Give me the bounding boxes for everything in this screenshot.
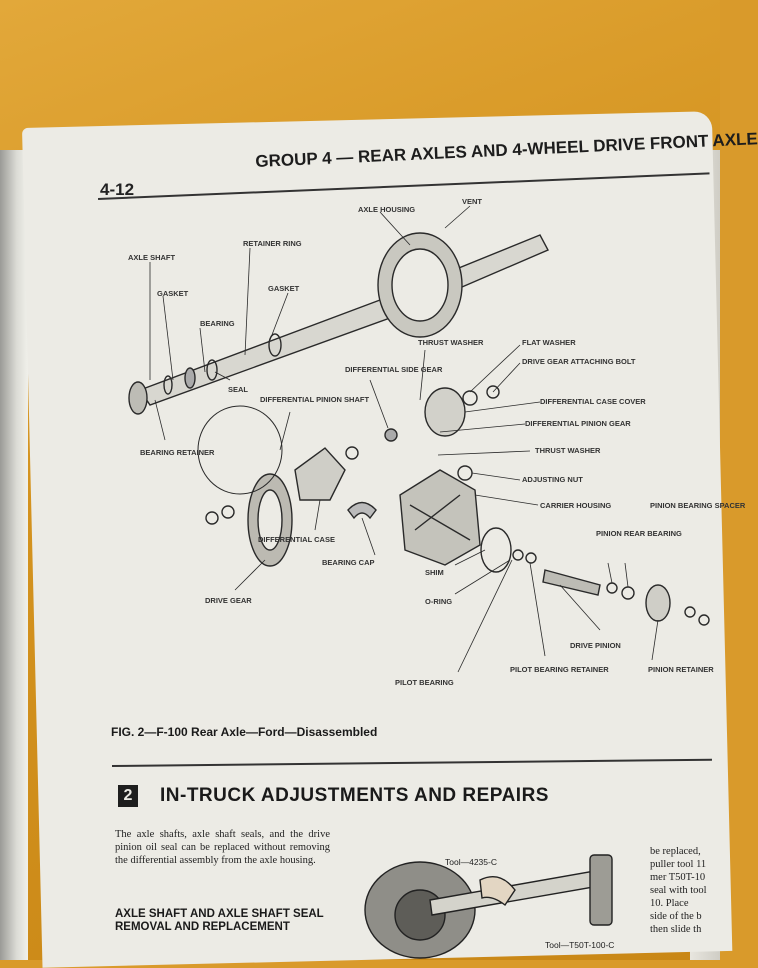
right-line: be replaced, [650, 846, 701, 857]
label-gasket: GASKET [157, 289, 189, 298]
drive-pinion-shape [542, 569, 601, 596]
label-vent: VENT [462, 197, 482, 206]
label-carrier-housing: CARRIER HOUSING [540, 501, 611, 510]
label-pilot-bearing: PILOT BEARING [395, 678, 454, 687]
exploded-axle-diagram: AXLE HOUSING VENT AXLE SHAFT RETAINER RI… [128, 197, 746, 687]
right-line: puller tool 11 [650, 859, 707, 870]
label-drive-gear-bolt: DRIVE GEAR ATTACHING BOLT [522, 357, 636, 366]
label-adjusting-nut: ADJUSTING NUT [522, 475, 583, 484]
label-flat-washer: FLAT WASHER [522, 338, 576, 347]
label-bearing: BEARING [200, 319, 235, 328]
right-line: 10. Place [650, 898, 689, 909]
label-thrust-washer: THRUST WASHER [418, 338, 484, 347]
label-axle-shaft: AXLE SHAFT [128, 253, 176, 262]
right-column-text: be replaced, puller tool 11 mer T50T-10 … [650, 845, 725, 936]
tool-label-4235c: Tool—4235-C [445, 857, 497, 867]
label-bearing-cap: BEARING CAP [322, 558, 375, 567]
label-differential-pinion-gear: DIFFERENTIAL PINION GEAR [525, 419, 631, 428]
axle-shaft-flange [128, 381, 148, 415]
shim-ring [480, 527, 512, 573]
label-o-ring: O-RING [425, 597, 452, 606]
slide-hammer-weight [589, 854, 613, 926]
label-differential-pinion-shaft: DIFFERENTIAL PINION SHAFT [260, 395, 369, 404]
label-differential-side-gear: DIFFERENTIAL SIDE GEAR [345, 365, 443, 374]
label-shim: SHIM [425, 568, 444, 577]
tool-illustration: Tool—4235-C Tool—T50T-100-C [364, 854, 614, 959]
flat-washer [462, 390, 478, 406]
subsection-heading: AXLE SHAFT AND AXLE SHAFT SEAL REMOVAL A… [115, 908, 324, 933]
page-number: 4-12 [100, 180, 135, 199]
book-page-stack-left [0, 150, 28, 960]
label-axle-housing: AXLE HOUSING [358, 205, 415, 214]
carrier-housing-shape [399, 469, 481, 566]
right-line: seal with tool [650, 885, 707, 896]
section-number: 2 [118, 785, 138, 807]
label-bearing-retainer: BEARING RETAINER [140, 448, 215, 457]
gasket-ring [163, 375, 173, 395]
label-differential-case-cover: DIFFERENTIAL CASE COVER [540, 397, 646, 406]
section-body-text: The axle shafts, axle shaft seals, and t… [115, 829, 330, 866]
label-retainer-ring: RETAINER RING [243, 239, 302, 248]
right-line: mer T50T-10 [650, 872, 706, 883]
label-pinion-bearing-spacer: PINION BEARING SPACER [650, 501, 746, 510]
label-gasket-2: GASKET [268, 284, 300, 293]
seal-ring [206, 359, 218, 381]
label-pinion-retainer: PINION RETAINER [648, 665, 714, 674]
label-pinion-rear-bearing: PINION REAR BEARING [596, 529, 682, 538]
differential-case-shape [294, 447, 346, 501]
bearing-ring [184, 367, 196, 389]
right-line: then slide th [650, 924, 702, 935]
retainer-ring [268, 333, 282, 357]
label-drive-pinion: DRIVE PINION [570, 641, 621, 650]
tool-label-t50t: Tool—T50T-100-C [545, 940, 614, 950]
label-thrust-washer-2: THRUST WASHER [535, 446, 601, 455]
right-line: side of the b [650, 911, 702, 922]
hand-shape [479, 876, 516, 907]
section-title: IN-TRUCK ADJUSTMENTS AND REPAIRS [160, 785, 549, 806]
label-differential-case: DIFFERENTIAL CASE [258, 535, 335, 544]
label-drive-gear: DRIVE GEAR [205, 596, 252, 605]
label-pilot-bearing-retainer: PILOT BEARING RETAINER [510, 665, 609, 674]
gasket-shape [197, 405, 283, 495]
figure-caption: FIG. 2—F-100 Rear Axle—Ford—Disassembled [111, 725, 378, 739]
bearing-cap-shape [347, 501, 377, 520]
label-seal: SEAL [228, 385, 248, 394]
